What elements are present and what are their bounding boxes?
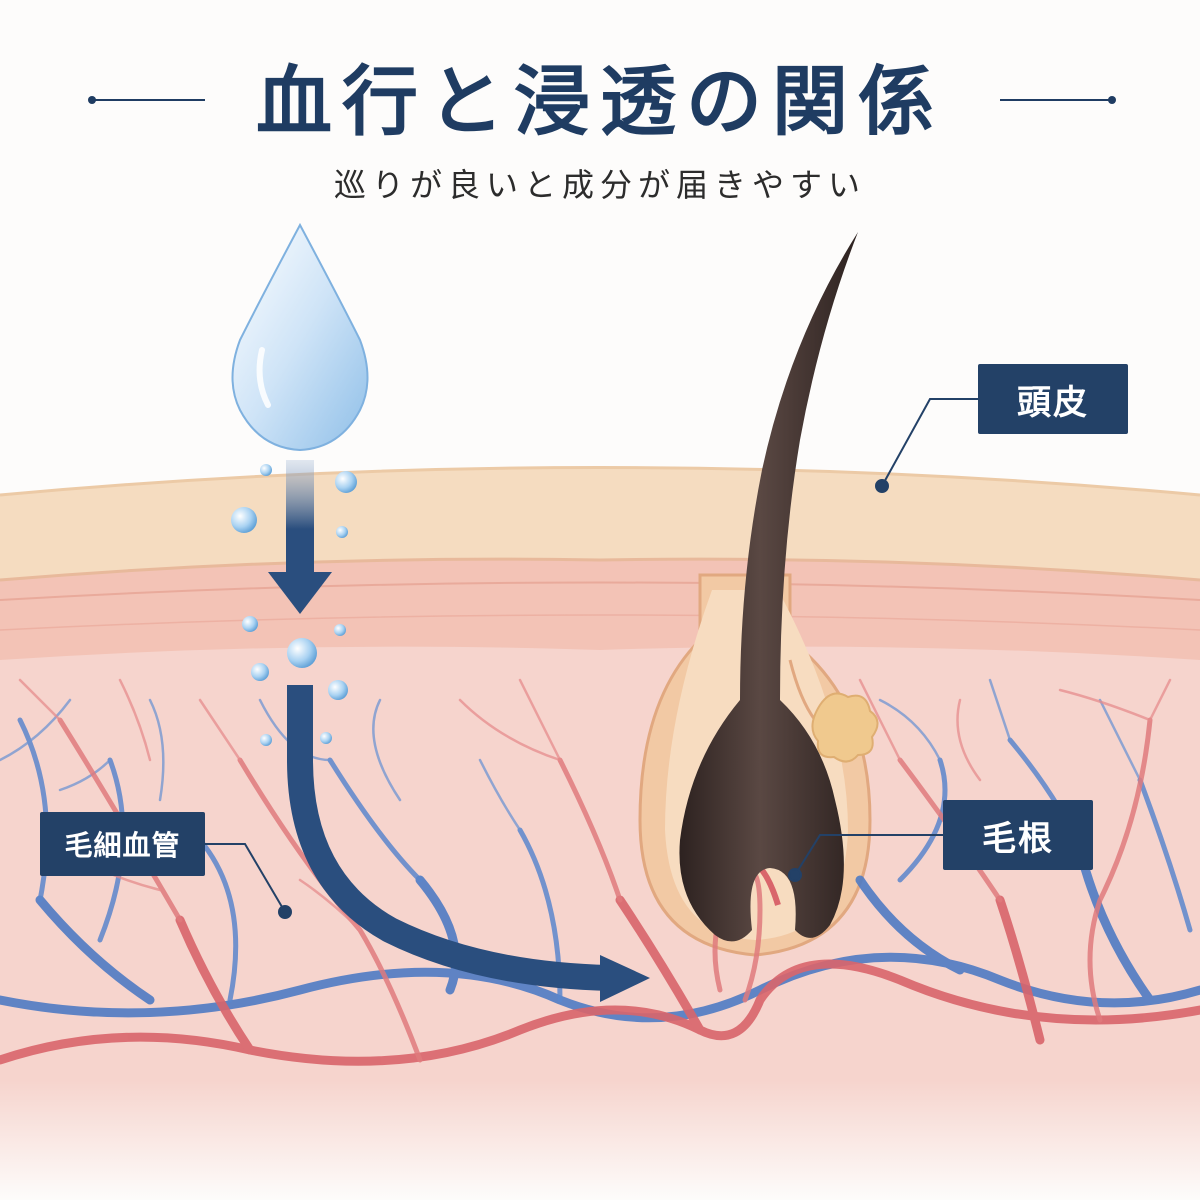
label-hair-root: 毛根	[943, 800, 1093, 870]
label-capillaries: 毛細血管	[40, 812, 205, 876]
penetration-arrow	[287, 685, 650, 1002]
title-area: 血行と浸透の関係	[0, 40, 1200, 150]
water-droplet-icon	[231, 222, 369, 452]
down-arrow-icon	[268, 460, 332, 614]
hair-strand	[679, 232, 858, 942]
page-subtitle: 巡りが良いと成分が届きやすい	[333, 166, 866, 204]
leader-lines	[205, 398, 978, 919]
sebaceous-gland	[788, 659, 879, 763]
page-title: 血行と浸透の関係	[256, 57, 944, 146]
title-decoration	[88, 96, 1116, 104]
epidermis-cell-layer	[0, 557, 1200, 660]
bubbles	[231, 464, 357, 746]
capillary-network	[0, 678, 1200, 1066]
label-scalp: 頭皮	[978, 364, 1128, 434]
